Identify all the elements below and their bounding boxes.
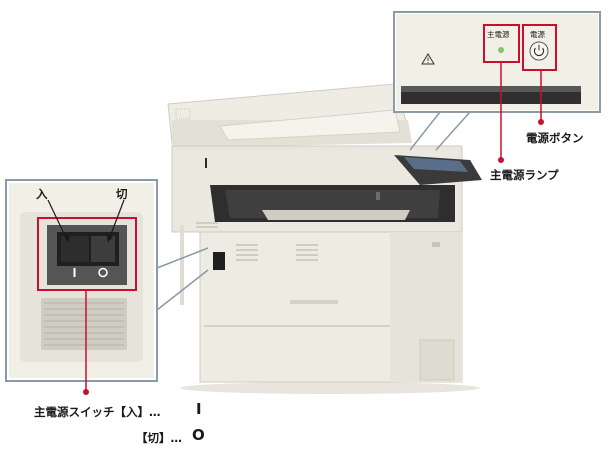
power-icon <box>529 41 549 61</box>
switch-link-top <box>156 247 209 269</box>
switch-callout-box <box>37 217 137 291</box>
bay-slot <box>376 192 380 200</box>
left-edge <box>180 225 184 305</box>
main-switch-on-machine <box>213 252 225 270</box>
main-power-panel-label: 主電源 <box>487 30 510 39</box>
power-button-callout-box <box>522 24 557 71</box>
right-door <box>419 339 455 381</box>
power-button-leader-dot <box>538 119 544 125</box>
main-lamp-caption: 主電源ランプ <box>490 168 559 182</box>
on-arrowhead <box>63 234 70 242</box>
switch-on-symbol-mark <box>73 268 76 277</box>
off-arrowhead <box>106 233 113 242</box>
touch-screen <box>404 157 468 172</box>
main-lamp-leader-dot <box>498 157 504 163</box>
panel-inset-frame <box>393 11 601 113</box>
document-feeder <box>219 109 401 141</box>
rocker-on-side <box>61 236 89 262</box>
panel-slot-edge <box>401 86 581 92</box>
right-latch <box>432 242 440 247</box>
switch-leader-dot <box>83 389 89 395</box>
front-vents <box>196 222 318 261</box>
switch-caption-line2: 【切】… <box>136 431 182 445</box>
output-tray <box>262 210 410 220</box>
switch-inset-frame <box>5 179 158 382</box>
inset-link-top-left <box>409 111 441 151</box>
main-power-lamp <box>498 47 504 53</box>
off-label: 切 <box>116 187 128 201</box>
rocker-off-side <box>91 236 115 262</box>
switch-vent <box>41 298 127 350</box>
power-panel-label: 電源 <box>530 30 545 39</box>
power-button-caption: 電源ボタン <box>526 131 584 145</box>
drawer-handle <box>290 300 338 304</box>
warning-triangle-icon <box>421 53 435 65</box>
floor-shadow <box>180 382 480 394</box>
switch-on-symbol: I <box>196 400 202 418</box>
lid-vent <box>175 108 191 120</box>
switch-caption-line1: 主電源スイッチ【入】… <box>34 405 161 419</box>
inset-link-top-right <box>435 111 471 151</box>
switch-vent-pattern <box>44 302 124 346</box>
switch-off-symbol-mark <box>98 267 108 278</box>
on-label: 入 <box>36 187 48 201</box>
off-arrow <box>107 199 125 243</box>
switch-off-symbol: O <box>192 426 205 444</box>
switch-link-bottom <box>156 269 209 311</box>
bay-indicator <box>205 158 207 168</box>
drawer-line <box>204 325 390 327</box>
